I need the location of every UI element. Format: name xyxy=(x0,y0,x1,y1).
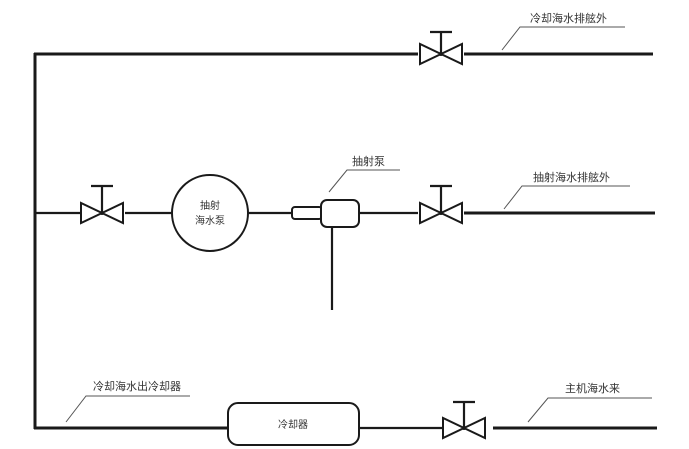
ejector-body xyxy=(320,199,360,228)
top-valve-icon[interactable] xyxy=(419,30,463,66)
pump-circle-icon xyxy=(171,174,249,252)
cooler-outlet-leader xyxy=(65,395,190,423)
middle-branch: 抽射 海水泵 抽射泵 抽射海水排舷外 xyxy=(35,154,655,310)
ejector-seawater-pump[interactable]: 抽射 海水泵 xyxy=(171,174,249,252)
bottom-valve-icon[interactable] xyxy=(442,400,486,440)
ejector-leader xyxy=(328,169,400,193)
main-engine-inlet-label: 主机海水来 xyxy=(565,381,620,395)
main-engine-inlet-leader xyxy=(527,397,652,423)
top-outlet-label: 冷却海水排舷外 xyxy=(530,11,607,25)
cooler-body-icon xyxy=(227,402,360,446)
middle-outlet-label: 抽射海水排舷外 xyxy=(533,170,610,184)
cooler-label: 冷却器 xyxy=(278,418,308,431)
bottom-branch: 冷却海水出冷却器 冷却器 主机海水来 xyxy=(34,379,657,446)
cooler[interactable]: 冷却器 xyxy=(227,402,360,446)
pump-label-line1: 抽射 xyxy=(200,199,220,212)
pump-label-line2: 海水泵 xyxy=(195,214,225,227)
middle-outlet-leader xyxy=(503,185,630,210)
middle-right-valve-icon[interactable] xyxy=(419,184,463,225)
ejector-nozzle xyxy=(291,206,323,220)
top-branch: 冷却海水排舷外 xyxy=(34,11,653,66)
ejector-label: 抽射泵 xyxy=(352,154,385,168)
top-outlet-leader xyxy=(501,26,625,51)
middle-left-valve-icon[interactable] xyxy=(80,184,124,225)
ejector-icon[interactable] xyxy=(291,199,360,228)
cooler-outlet-label: 冷却海水出冷却器 xyxy=(93,379,181,393)
